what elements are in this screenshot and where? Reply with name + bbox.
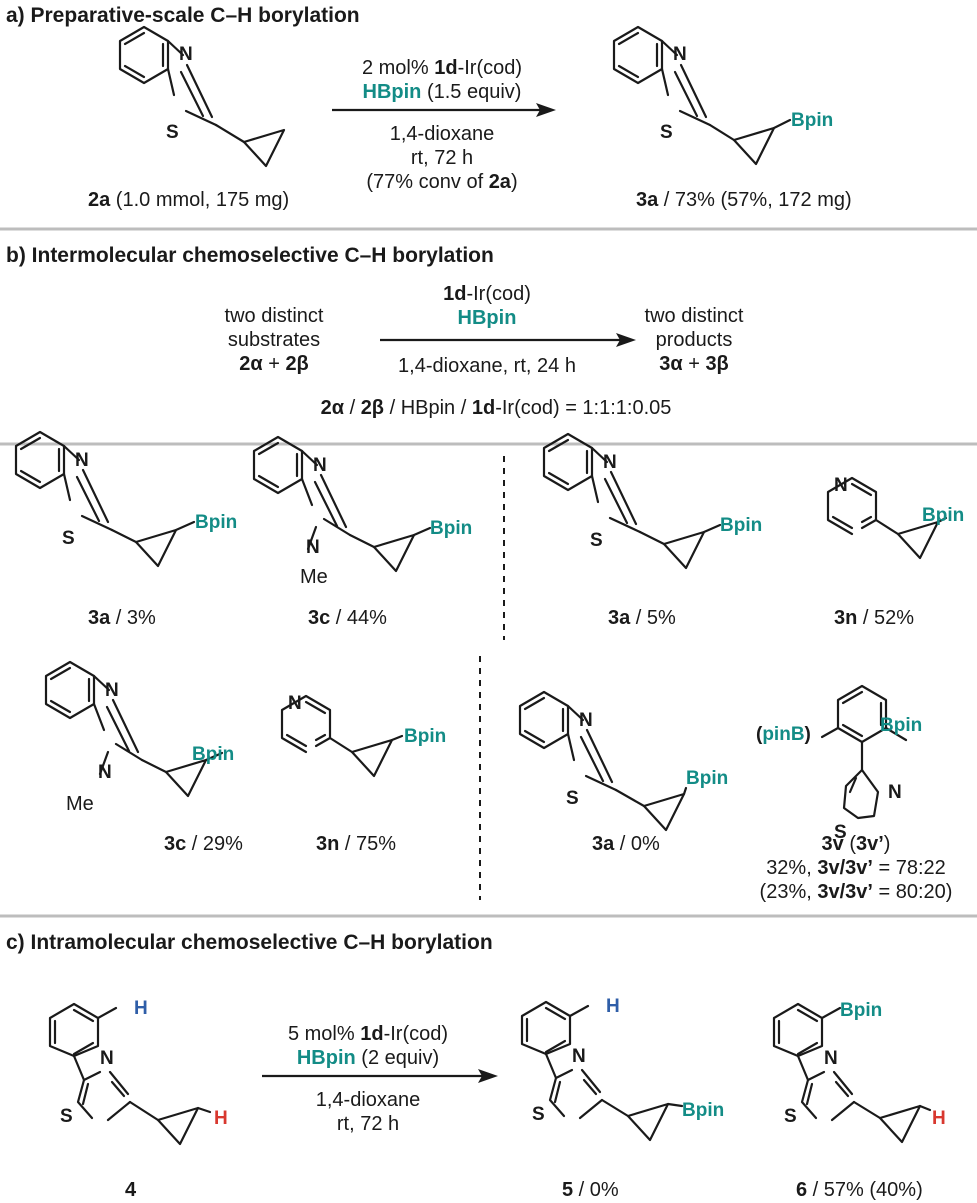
svg-text:N: N (673, 44, 687, 65)
svg-text:1d-Ir(cod): 1d-Ir(cod) (443, 283, 531, 305)
svg-text:Bpin: Bpin (880, 715, 922, 736)
svg-text:3α + 3β: 3α + 3β (659, 353, 729, 375)
svg-text:N: N (306, 537, 320, 558)
svg-text:1,4-dioxane, rt, 24 h: 1,4-dioxane, rt, 24 h (398, 355, 576, 377)
label-3a-main: 3a / 73% (57%, 172 mg) (636, 189, 852, 211)
svg-text:N: N (75, 450, 89, 471)
svg-text:H: H (134, 998, 148, 1019)
svg-text:5 mol% 1d-Ir(cod): 5 mol% 1d-Ir(cod) (288, 1023, 448, 1045)
svg-text:Bpin: Bpin (922, 505, 964, 526)
structure-3c-row2: N N Me Bpin (44, 660, 234, 815)
label-4: 4 (125, 1179, 137, 1201)
svg-text:1,4-dioxane: 1,4-dioxane (390, 123, 495, 145)
svg-text:N: N (603, 452, 617, 473)
svg-text:products: products (656, 329, 733, 351)
structure-3c-row1: N N Me Bpin (252, 435, 472, 588)
arrow-b (380, 333, 636, 347)
result-3n-52pct: 3n / 52% (834, 607, 914, 629)
svg-text:Bpin: Bpin (686, 768, 728, 789)
result-3a-5pct: 3a / 5% (608, 607, 676, 629)
result-3c-29pct: 3c / 29% (164, 833, 243, 855)
structure-3n-row1: N Bpin (826, 475, 964, 560)
svg-text:S: S (590, 530, 603, 551)
svg-text:S: S (660, 122, 673, 143)
structure-3v: N S Bpin (pinB) (756, 684, 922, 843)
svg-text:two distinct: two distinct (225, 305, 324, 327)
svg-text:(77% conv of 2a): (77% conv of 2a) (366, 171, 517, 193)
svg-text:rt, 72 h: rt, 72 h (411, 147, 473, 169)
result-3a-0pct: 3a / 0% (592, 833, 660, 855)
structure-3a-row1-right: N S Bpin (542, 432, 762, 570)
svg-text:N: N (105, 680, 119, 701)
svg-text:S: S (62, 528, 75, 549)
conditions-c: 5 mol% 1d-Ir(cod) HBpin (2 equiv) 1,4-di… (288, 1023, 448, 1135)
svg-text:S: S (532, 1104, 545, 1125)
svg-text:S: S (60, 1106, 73, 1127)
svg-text:Bpin: Bpin (404, 726, 446, 747)
conditions-b: two distinct substrates 2α + 2β 1d-Ir(co… (225, 283, 744, 419)
result-3a-3pct: 3a / 3% (88, 607, 156, 629)
result-3v-ratio-1: 32%, 3v/3v’ = 78:22 (766, 857, 946, 879)
label-5: 5 / 0% (562, 1179, 619, 1201)
result-3n-75pct: 3n / 75% (316, 833, 396, 855)
svg-text:Bpin: Bpin (682, 1100, 724, 1121)
svg-text:N: N (179, 44, 193, 65)
svg-text:HBpin: HBpin (458, 307, 517, 329)
svg-text:N: N (100, 1048, 114, 1069)
svg-text:2 mol% 1d-Ir(cod): 2 mol% 1d-Ir(cod) (362, 57, 522, 79)
svg-text:N: N (98, 762, 112, 783)
svg-text:S: S (166, 122, 179, 143)
svg-text:H: H (214, 1108, 228, 1129)
svg-text:2α / 2β / HBpin / 1d-Ir(cod) =: 2α / 2β / HBpin / 1d-Ir(cod) = 1:1:1:0.0… (321, 397, 672, 419)
svg-text:(pinB): (pinB) (756, 724, 811, 745)
svg-text:HBpin (2 equiv): HBpin (2 equiv) (297, 1047, 439, 1069)
svg-text:substrates: substrates (228, 329, 320, 351)
structure-3n-row2: N Bpin (280, 693, 446, 778)
svg-text:N: N (824, 1048, 838, 1069)
svg-text:N: N (313, 455, 327, 476)
structure-3a-row1-left: N S Bpin (14, 430, 237, 568)
product-6-structure: N S Bpin H (772, 1000, 946, 1144)
panel-a-title: a) Preparative-scale C–H borylation (6, 4, 360, 27)
svg-text:Me: Me (66, 793, 94, 815)
svg-text:Bpin: Bpin (195, 512, 237, 533)
svg-text:rt, 72 h: rt, 72 h (337, 1113, 399, 1135)
arrow-c (262, 1069, 498, 1083)
svg-text:N: N (834, 475, 848, 496)
reactant-4-structure: N S H H (48, 998, 228, 1146)
svg-text:1,4-dioxane: 1,4-dioxane (316, 1089, 421, 1111)
svg-text:Bpin: Bpin (720, 515, 762, 536)
svg-text:two distinct: two distinct (645, 305, 744, 327)
svg-text:2α + 2β: 2α + 2β (239, 353, 309, 375)
svg-text:S: S (784, 1106, 797, 1127)
svg-text:Bpin: Bpin (192, 744, 234, 765)
svg-text:Bpin: Bpin (430, 518, 472, 539)
product-5-structure: N S H Bpin (520, 996, 724, 1142)
svg-text:S: S (566, 788, 579, 809)
svg-text:N: N (579, 710, 593, 731)
arrow-a (332, 103, 556, 117)
svg-text:Bpin: Bpin (840, 1000, 882, 1021)
svg-text:Me: Me (300, 566, 328, 588)
structure-3a-row2: N S Bpin (518, 690, 728, 832)
panel-c-title: c) Intramolecular chemoselective C–H bor… (6, 931, 493, 954)
result-3v-ratio-2: (23%, 3v/3v’ = 80:20) (760, 881, 953, 903)
svg-text:H: H (932, 1108, 946, 1129)
reactant-2a-structure: N S (118, 25, 286, 168)
conditions-a: 2 mol% 1d-Ir(cod) HBpin (1.5 equiv) 1,4-… (362, 57, 522, 193)
svg-text:N: N (572, 1046, 586, 1067)
svg-text:S: S (834, 822, 847, 843)
result-3v-label: 3v (3v’) (822, 833, 891, 855)
svg-text:HBpin (1.5 equiv): HBpin (1.5 equiv) (363, 81, 522, 103)
panel-b-title: b) Intermolecular chemoselective C–H bor… (6, 244, 494, 267)
label-6: 6 / 57% (40%) (796, 1179, 923, 1201)
svg-text:H: H (606, 996, 620, 1017)
svg-text:Bpin: Bpin (791, 110, 833, 131)
result-3c-44pct: 3c / 44% (308, 607, 387, 629)
svg-text:N: N (288, 693, 302, 714)
product-3a-structure: N S Bpin (612, 25, 833, 166)
label-2a: 2a (1.0 mmol, 175 mg) (88, 189, 289, 211)
svg-text:N: N (888, 782, 902, 803)
